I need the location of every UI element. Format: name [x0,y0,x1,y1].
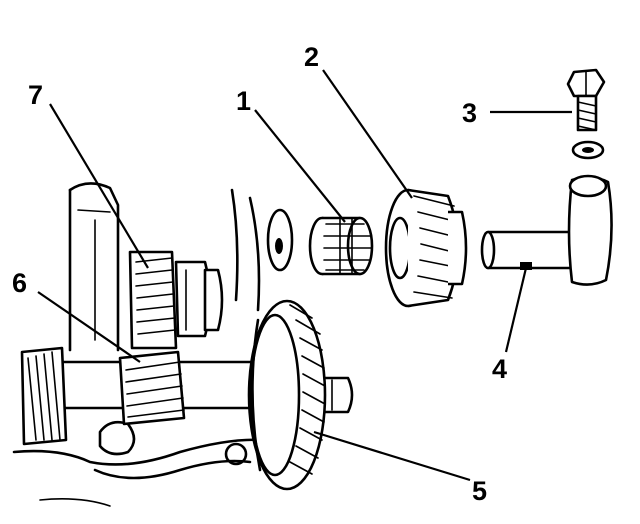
callout-1: 1 [236,86,251,116]
idler-gear-2 [384,188,468,308]
leader-6 [37,291,141,363]
left-stub-gear [20,346,68,446]
large-gear-5 [247,299,327,491]
callout-3: 3 [462,98,477,128]
counter-shaft [20,299,354,491]
thrust-washer [266,208,294,272]
needle-bearing-1 [308,216,374,276]
leader-4 [504,267,528,353]
leader-5 [313,430,471,482]
leader-7 [49,103,149,269]
callout-6: 6 [12,268,27,298]
leader-1 [254,109,346,223]
leader-2 [322,69,413,199]
helical-gear-6 [118,350,186,426]
callout-7: 7 [28,80,43,110]
transmission-housing [12,182,264,507]
helical-gear-7 [128,250,224,350]
bolt-3 [566,68,606,132]
callout-labels: 1 2 3 4 5 6 7 [12,42,507,506]
washer-3 [571,140,605,160]
leader-lines [37,69,572,482]
callout-2: 2 [304,42,319,72]
idler-shaft-4 [480,174,613,286]
callout-4: 4 [492,354,507,384]
callout-5: 5 [472,476,487,506]
